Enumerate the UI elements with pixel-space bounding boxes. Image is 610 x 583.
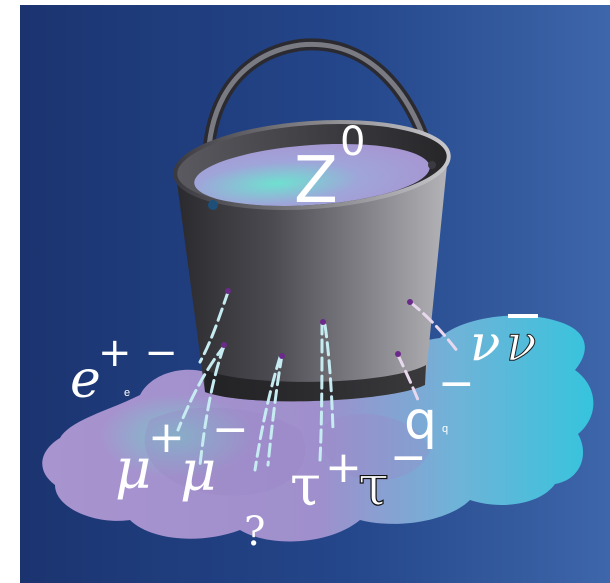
muon-first: μ: [115, 437, 151, 502]
z-label: Z: [294, 144, 338, 218]
electron-sub: e: [124, 387, 130, 399]
neutrino-bar: [508, 314, 538, 318]
electron-base: e: [70, 350, 101, 410]
muon-sup2: −: [212, 404, 249, 455]
quark-sub: q: [442, 423, 448, 435]
neutrino-second: ν: [506, 314, 536, 372]
unknown-label: ?: [244, 509, 265, 555]
muon-second: μ: [180, 439, 216, 504]
z-superscript: 0: [340, 119, 365, 165]
tau-sup: +: [325, 442, 362, 493]
neutrino-first: ν: [470, 314, 500, 372]
electron-sup: + −: [98, 330, 178, 376]
quark-base: q: [404, 391, 437, 451]
tau-second: τ: [358, 454, 389, 519]
tau-first: τ: [290, 454, 321, 519]
